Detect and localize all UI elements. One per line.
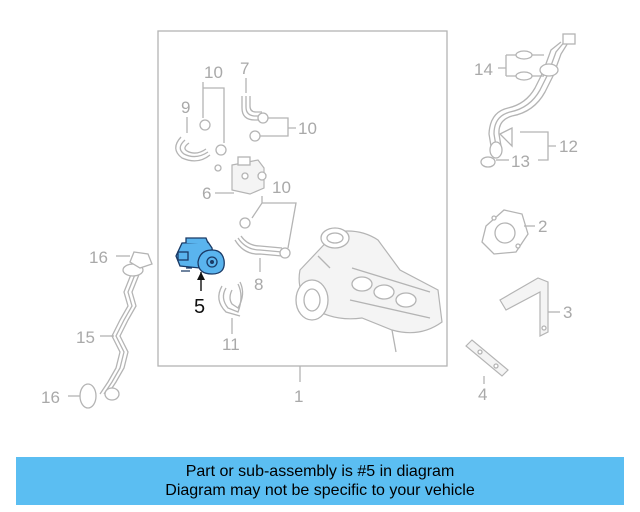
callout-2: 2	[538, 217, 547, 236]
callout-4: 4	[478, 385, 487, 404]
part-3-bracket[interactable]	[499, 277, 549, 337]
part-11-hose[interactable]	[218, 281, 244, 317]
callout-16-lower: 16	[41, 388, 60, 407]
callout-10-upper-right: 10	[298, 119, 317, 138]
banner-line-disclaimer: Diagram may not be specific to your vehi…	[165, 482, 475, 499]
callout-11: 11	[222, 335, 240, 354]
callout-10-middle: 10	[272, 178, 291, 197]
callout-14: 14	[474, 60, 493, 79]
part-16-gasket-upper[interactable]	[129, 251, 153, 269]
callout-3: 3	[563, 303, 572, 322]
part-8-hose[interactable]	[234, 235, 283, 257]
part-4-bracket[interactable]	[465, 339, 509, 377]
part-16-gasket-lower[interactable]	[79, 383, 97, 409]
part-7-hose[interactable]	[241, 96, 262, 121]
callout-14-bracket	[498, 54, 544, 77]
banner-line-selected-part: Part or sub-assembly is #5 in diagram	[185, 463, 455, 480]
part-5-selected-valve[interactable]	[175, 237, 225, 275]
callout-13: 13	[511, 152, 530, 171]
callout-10-upper-left-bracket	[202, 82, 225, 143]
callout-6: 6	[202, 184, 211, 203]
part-2-gasket[interactable]	[481, 209, 529, 255]
info-banner: Part or sub-assembly is #5 in diagram Di…	[16, 457, 624, 505]
part-12-oil-pipe[interactable]	[488, 33, 576, 159]
part-15-coolant-pipe[interactable]	[99, 263, 144, 401]
callout-12: 12	[559, 137, 578, 156]
part-14-washers[interactable]	[515, 50, 533, 81]
callout-12-bracket	[520, 131, 556, 161]
assembly-frame	[157, 30, 448, 367]
part-13-washer[interactable]	[480, 156, 496, 168]
callout-5: 5	[194, 296, 205, 318]
part-1-turbocharger-manifold[interactable]	[295, 227, 443, 353]
callout-7: 7	[240, 59, 249, 78]
callout-9: 9	[181, 98, 190, 117]
callout-10-upper-left: 10	[204, 63, 223, 82]
part-10-clamps-middle[interactable]	[239, 217, 291, 259]
callout-10-middle-bracket	[251, 196, 297, 249]
callout-1: 1	[294, 387, 303, 406]
callout-16-upper: 16	[89, 248, 108, 267]
part-6-valve[interactable]	[214, 156, 267, 195]
callout-5-arrowhead	[197, 272, 205, 280]
callout-10-upper-right-bracket	[260, 117, 296, 137]
part-10-clamps-upper[interactable]	[199, 112, 269, 156]
part-9-hose[interactable]	[175, 136, 211, 162]
callout-8: 8	[254, 275, 263, 294]
parts-diagram: 1 2 3 4 5 6 7 8 9 10 10 10 11 12 13 14 1…	[41, 30, 578, 409]
callout-15: 15	[76, 328, 95, 347]
